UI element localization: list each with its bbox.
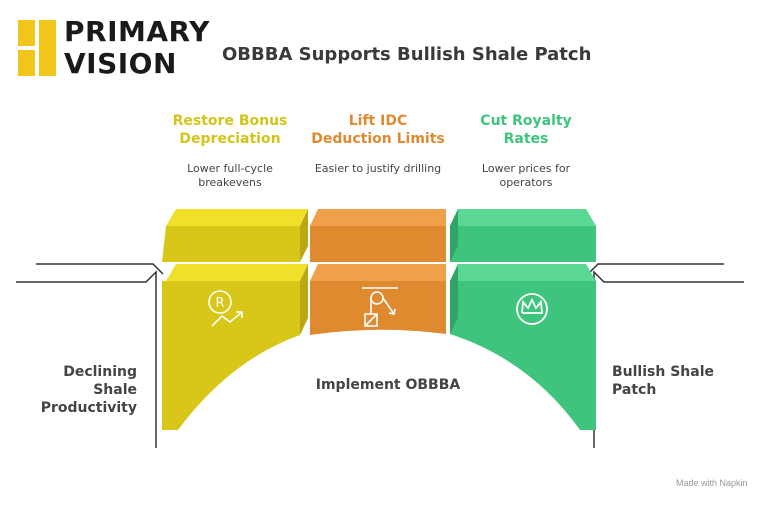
left-label-line: Productivity <box>40 400 137 416</box>
page-title: OBBBA Supports Bullish Shale Patch <box>222 44 592 65</box>
made-with-napkin: Made with Napkin <box>676 478 748 488</box>
arch-bonus <box>162 264 308 430</box>
col-heading-line: Deduction Limits <box>311 131 445 147</box>
col-heading-idc: Lift IDC Deduction Limits <box>303 112 453 148</box>
logo-line-1: PRIMARY <box>64 15 210 48</box>
right-label-line: Bullish Shale <box>612 364 714 380</box>
logo <box>18 20 58 76</box>
left-upper-ground <box>36 263 164 275</box>
logo-mark-icon <box>18 20 56 76</box>
col-heading-line: Cut Royalty <box>480 113 572 129</box>
right-label: Bullish Shale Patch <box>612 363 714 399</box>
col-desc-royalty: Lower prices for operators <box>456 162 596 190</box>
col-desc-line: Lower prices for <box>481 162 571 175</box>
r-dollar-up-icon: R <box>208 290 243 327</box>
col-desc-line: operators <box>499 176 553 189</box>
arch-royalty <box>450 264 596 430</box>
col-heading-line: Rates <box>503 131 549 147</box>
slab-royalty <box>450 209 596 262</box>
left-cliff <box>16 270 157 448</box>
pulley-icon <box>362 287 398 327</box>
slab-idc <box>310 209 446 262</box>
col-desc-line: Easier to justify drilling <box>314 162 442 175</box>
arch-idc <box>310 264 446 335</box>
col-heading-line: Restore Bonus <box>172 113 288 129</box>
right-label-line: Patch <box>612 382 657 398</box>
right-cliff <box>593 270 744 448</box>
left-label: Declining Shale Productivity <box>30 363 137 417</box>
col-heading-line: Lift IDC <box>348 113 408 129</box>
col-heading-royalty: Cut Royalty Rates <box>451 112 601 148</box>
right-upper-ground <box>587 263 724 275</box>
logo-line-2: VISION <box>64 47 177 80</box>
center-label: Implement OBBBA <box>315 377 461 393</box>
col-desc-idc: Easier to justify drilling <box>308 162 448 176</box>
col-desc-line: Lower full-cycle <box>187 162 273 175</box>
svg-text:R: R <box>215 296 224 311</box>
slab-bonus <box>162 209 308 262</box>
col-heading-line: Depreciation <box>179 131 281 147</box>
col-heading-bonus: Restore Bonus Depreciation <box>155 112 305 148</box>
left-label-line: Declining Shale <box>63 364 137 398</box>
col-desc-bonus: Lower full-cycle breakevens <box>160 162 300 190</box>
col-desc-line: breakevens <box>198 176 262 189</box>
crown-icon <box>516 293 548 325</box>
